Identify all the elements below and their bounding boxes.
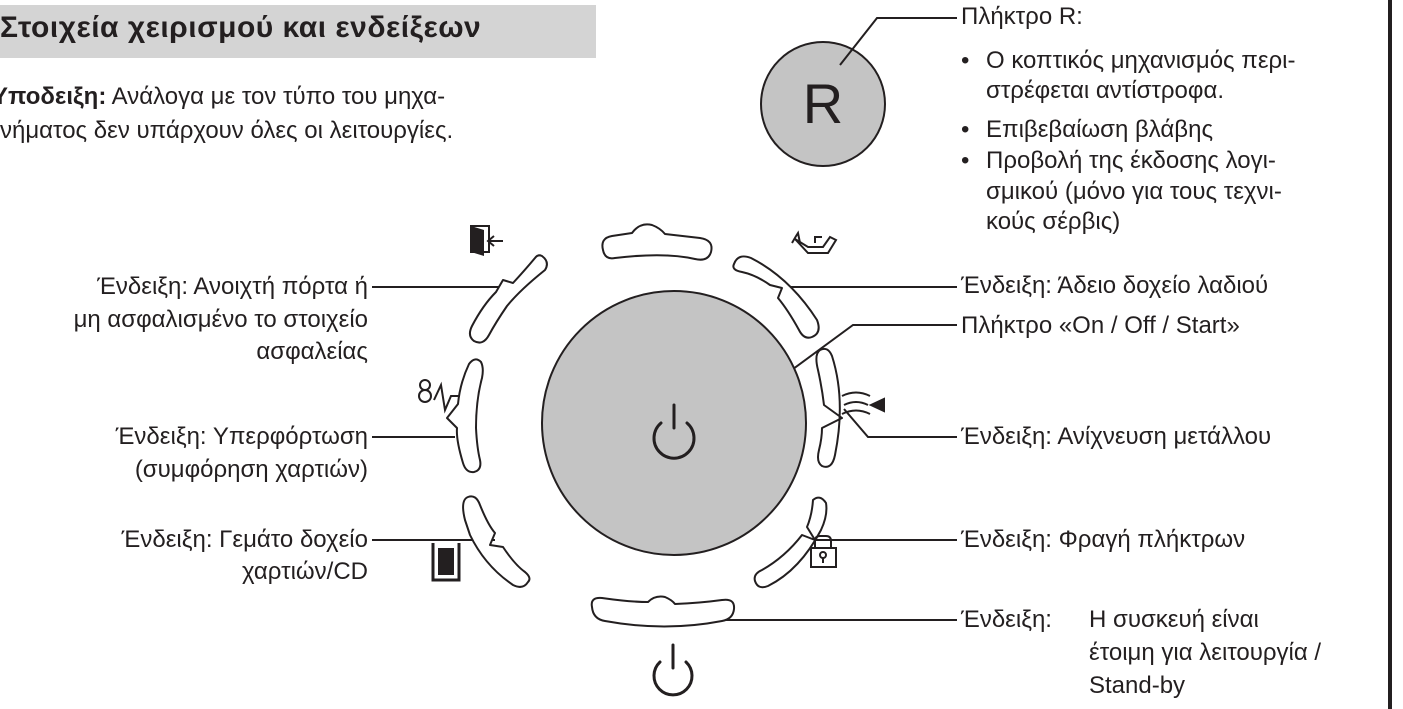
bin-full-icon	[431, 543, 461, 582]
note-bold: Υποδειξη:	[0, 83, 107, 110]
page-border-line	[1388, 0, 1392, 709]
label-standby-line3: Stand-by	[1089, 672, 1186, 699]
title-band	[0, 5, 596, 58]
r-bullet-2-line1: Επιβεβαίωση βλάβης	[986, 116, 1214, 143]
metal-detection-icon	[841, 391, 885, 415]
segment-bin	[462, 495, 531, 588]
r-bullet-3-line3: κούς σέρβις)	[986, 208, 1121, 235]
leader-r	[839, 17, 957, 66]
label-door-line1: Ένδειξη: Ανοιχτή πόρτα ή	[97, 273, 368, 300]
bullet-dot: •	[961, 47, 970, 74]
note-line1: Ανάλογα με τον τύπο του μηχα-	[106, 83, 446, 110]
leader-metal	[843, 408, 957, 438]
label-door-line2: μη ασφαλισμένο το στοιχείο	[73, 306, 368, 333]
label-door-line3: ασφαλείας	[256, 338, 368, 365]
r-bullet-1-line2: στρέφεται αντίστροφα.	[986, 77, 1225, 104]
r-bullet-3-line2: σμικού (μόνο για τους τεχνι-	[986, 178, 1282, 205]
label-lock: Ένδειξη: Φραγή πλήκτρων	[961, 526, 1246, 553]
knob-power-icon	[652, 403, 696, 460]
segment-standby	[590, 595, 736, 628]
label-overload-line2: (συμφόρηση χαρτιών)	[134, 456, 368, 483]
label-overload-line1: Ένδειξη: Υπερφόρτωση	[115, 423, 368, 450]
segment-lock	[753, 496, 828, 589]
segment-overload	[446, 358, 484, 474]
bullet-dot: •	[961, 116, 970, 143]
label-standby-line2: έτοιμη για λειτουργία /	[1089, 639, 1322, 666]
oil-can-icon	[791, 230, 838, 254]
segment-door	[468, 254, 548, 344]
note-text: Υποδειξη: Ανάλογα με τον τύπο του μηχα- …	[0, 80, 560, 148]
label-standby-prefix: Ένδειξη:	[961, 606, 1052, 633]
r-button[interactable]: R	[760, 41, 886, 167]
bullet-dot: •	[961, 147, 970, 174]
r-button-letter: R	[802, 72, 844, 135]
label-onoff: Πλήκτρο «On / Off / Start»	[961, 312, 1240, 339]
r-bullet-3-line1: Προβολή της έκδοσης λογι-	[986, 147, 1276, 174]
segment-metal	[815, 347, 843, 468]
note-line2: νήματος δεν υπάρχουν όλες οι λειτουργίες…	[0, 117, 454, 144]
label-bin-line2: χαρτιών/CD	[241, 558, 368, 585]
r-bullet-1-line1: Ο κοπτικός μηχανισμός περι-	[986, 47, 1296, 74]
label-oil: Ένδειξη: Άδειο δοχείο λαδιού	[961, 272, 1269, 299]
page-title: Στοιχεία χειρισμού και ενδείξεων	[0, 11, 482, 44]
segment-oil	[732, 255, 820, 339]
label-bin-line1: Ένδειξη: Γεμάτο δοχείο	[121, 526, 368, 553]
power-icon	[652, 643, 694, 697]
label-standby-line1: Η συσκευή είναι	[1089, 606, 1259, 633]
overload-icon	[418, 379, 460, 414]
label-metal: Ένδειξη: Ανίχνευση μετάλλου	[961, 423, 1272, 450]
segment-top	[601, 223, 713, 261]
door-open-icon	[470, 225, 503, 256]
key-lock-icon	[810, 535, 837, 568]
r-heading: Πλήκτρο R:	[961, 3, 1083, 30]
